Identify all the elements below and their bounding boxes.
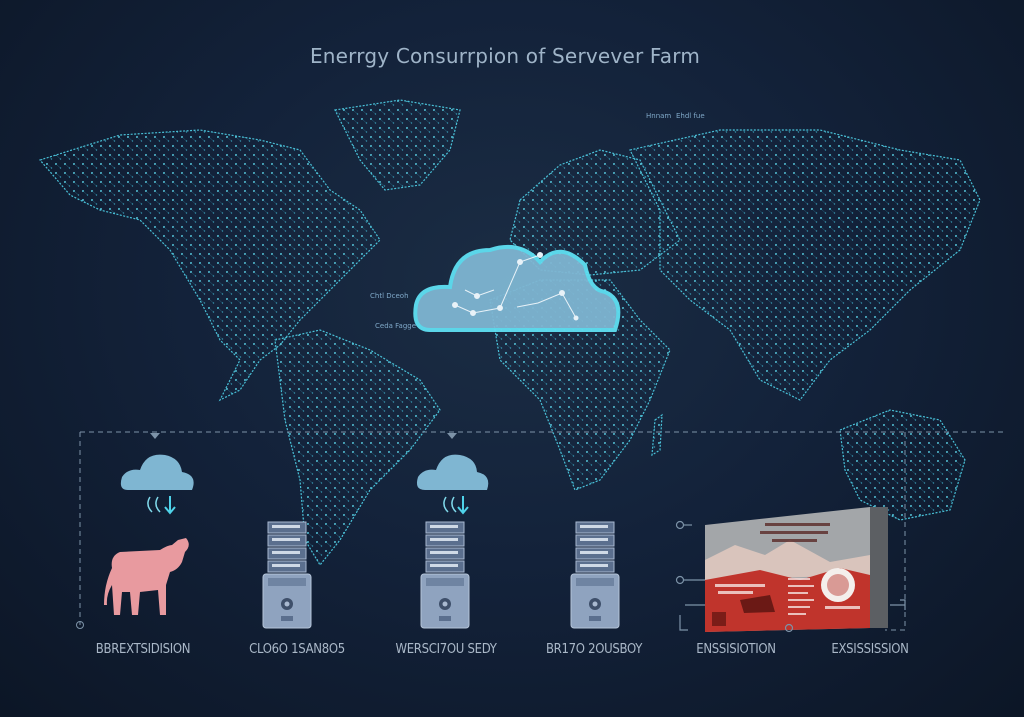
bracket-markers	[675, 520, 906, 633]
australia	[839, 409, 966, 521]
map-label: Ceda Fagge	[375, 322, 417, 330]
small-cloud-icon	[416, 454, 489, 515]
item-label: BR17O 2OUSBOY	[545, 642, 643, 657]
map-label: Ehdl fue	[676, 112, 705, 120]
map-label: Hnnam	[646, 112, 672, 120]
dashed-connector	[79, 431, 1005, 631]
cow-icon	[104, 538, 189, 615]
server-rack-icon	[420, 521, 470, 629]
server-rack-icon	[262, 521, 312, 629]
central-cloud-icon	[413, 245, 621, 332]
item-label: ENSSISIOTION	[696, 642, 776, 657]
greenland	[334, 99, 461, 191]
europe	[509, 149, 681, 276]
small-cloud-icon	[120, 454, 194, 515]
south-america	[274, 329, 441, 567]
cloud-network-icon	[452, 252, 579, 321]
madagascar	[651, 413, 663, 457]
africa	[489, 279, 671, 491]
emissions-panel	[705, 507, 888, 632]
server-rack-icon	[570, 521, 620, 629]
item-label: CLO6O 1SAN8O5	[249, 642, 345, 657]
item-label: WERSCI7OU SEDY	[395, 642, 497, 657]
asia	[629, 129, 981, 401]
item-label: EXSISSISSION	[831, 642, 909, 657]
map-label: Chtl Dceoh	[370, 292, 409, 300]
item-label: BBREXTSIDISION	[95, 642, 191, 657]
page-title: Enerrgy Consurrpion of Servever Farm	[309, 44, 701, 68]
